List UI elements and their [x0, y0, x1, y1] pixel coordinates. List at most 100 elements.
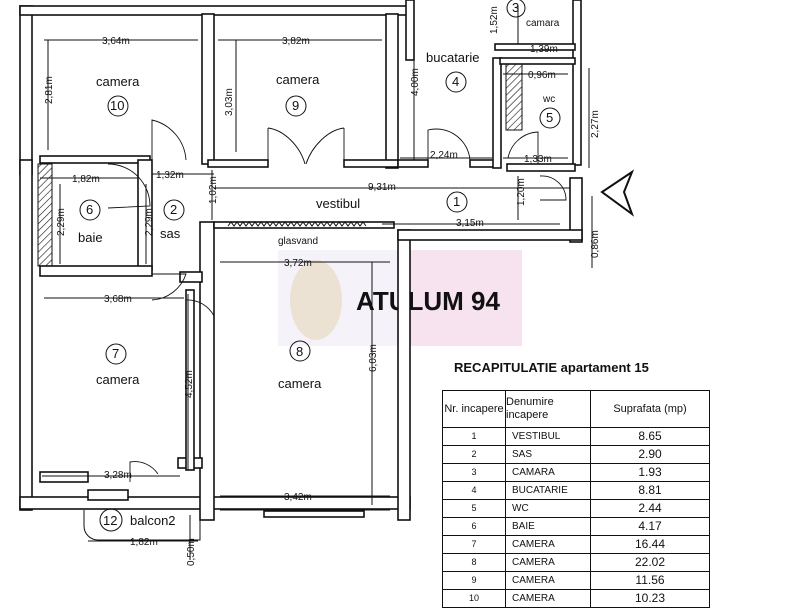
- recap-title: RECAPITULATIE apartament 15: [454, 360, 649, 375]
- dimension-lines: [40, 6, 593, 560]
- recap-area: 8.81: [590, 481, 710, 500]
- table-row: 5 WC 2.44: [442, 499, 710, 518]
- watermark-text: ATULUM 94: [356, 286, 501, 316]
- dim-baie-width: 1,82m: [72, 174, 100, 185]
- dim-camera-9-width: 3,82m: [282, 36, 310, 47]
- room-name-camera-10: camera: [96, 74, 140, 89]
- recap-nr: 4: [442, 481, 506, 500]
- recap-area: 11.56: [590, 571, 710, 590]
- dim-vestibul-w2: 3,15m: [456, 218, 484, 229]
- bathroom-hatch: [37, 163, 53, 267]
- room-number-8: 8: [296, 344, 303, 359]
- room-number-3: 3: [512, 0, 519, 15]
- recap-header-name: Denumire incapere: [505, 390, 591, 428]
- recap-area: 10.23: [590, 589, 710, 608]
- table-row: 4 BUCATARIE 8.81: [442, 481, 710, 500]
- room-number-7-circle: [105, 343, 127, 365]
- recap-nr: 5: [442, 499, 506, 518]
- recap-header-row: Nr. incapere Denumire incapere Suprafata…: [442, 390, 710, 428]
- entrance-arrow-icon: [600, 169, 635, 217]
- table-row: 8 CAMERA 22.02: [442, 553, 710, 572]
- dim-bucatarie-height: 4,00m: [410, 68, 421, 96]
- room-number-10-circle: [107, 95, 129, 117]
- recap-nr: 9: [442, 571, 506, 590]
- recap-nr: 2: [442, 445, 506, 464]
- recap-area: 2.44: [590, 499, 710, 518]
- recap-nr: 8: [442, 553, 506, 572]
- dim-vestibul-h1: 1,02m: [208, 176, 219, 204]
- room-number-2-circle: [163, 199, 185, 221]
- dim-sas-width: 1,32m: [156, 170, 184, 181]
- recap-nr: 3: [442, 463, 506, 482]
- dim-camera-9-height: 3,03m: [224, 88, 235, 116]
- dim-camera-8-width-bottom: 3,42m: [284, 492, 312, 503]
- recap-room-name: CAMERA: [505, 571, 591, 590]
- recap-area: 22.02: [590, 553, 710, 572]
- table-row: 9 CAMERA 11.56: [442, 571, 710, 590]
- room-number-8-circle: [289, 340, 311, 362]
- room-name-camera-8: camera: [278, 376, 322, 391]
- recap-area: 4.17: [590, 517, 710, 536]
- wc-hatch: [505, 63, 523, 131]
- recap-room-name: CAMARA: [505, 463, 591, 482]
- room-name-camera-9: camera: [276, 72, 320, 87]
- room-name-baie: baie: [78, 230, 103, 245]
- dim-camera-8-width: 3,72m: [284, 258, 312, 269]
- recap-table: Nr. incapere Denumire incapere Suprafata…: [442, 390, 710, 608]
- recap-header-nr: Nr. incapere: [442, 390, 506, 428]
- dim-camara-width: 1,39m: [530, 44, 558, 55]
- recap-area: 16.44: [590, 535, 710, 554]
- dim-camera-7-height: 4,52m: [184, 370, 195, 398]
- room-number-3-circle: [506, 0, 526, 18]
- inner-walls: [39, 13, 576, 483]
- room-name-bucatarie: bucatarie: [426, 50, 479, 65]
- table-row: 7 CAMERA 16.44: [442, 535, 710, 554]
- glasvand-zigzag: [227, 221, 367, 227]
- dim-wc-height: 2,27m: [590, 110, 601, 138]
- room-number-9: 9: [292, 98, 299, 113]
- recap-nr: 10: [442, 589, 506, 608]
- table-row: 6 BAIE 4.17: [442, 517, 710, 536]
- room-name-balcon: balcon2: [130, 513, 176, 528]
- room-number-9-circle: [285, 95, 307, 117]
- dim-camera-10-width: 3,64m: [102, 36, 130, 47]
- room-number-6: 6: [86, 202, 93, 217]
- room-number-12: 12: [103, 513, 117, 528]
- room-number-2: 2: [170, 202, 177, 217]
- recap-room-name: CAMERA: [505, 535, 591, 554]
- room-number-1: 1: [453, 194, 460, 209]
- recap-room-name: CAMERA: [505, 553, 591, 572]
- dim-bucatarie-width: 2,24m: [430, 150, 458, 161]
- room-number-12-circle: [99, 508, 123, 532]
- dim-camera-8-height: 6,03m: [368, 344, 379, 372]
- table-row: 3 CAMARA 1.93: [442, 463, 710, 482]
- room-name-wc: wc: [542, 94, 555, 105]
- recap-header-area: Suprafata (mp): [590, 390, 710, 428]
- dim-sas-height: 2,29m: [144, 208, 155, 236]
- dim-vestibul-h3: 0,86m: [590, 230, 601, 258]
- dim-balcon-height: 0,50m: [186, 538, 197, 566]
- doors: [107, 119, 567, 482]
- room-name-vestibul: vestibul: [316, 196, 360, 211]
- dim-vestibul-h2: 1,20m: [516, 178, 527, 206]
- dim-wc-width: 0,96m: [528, 70, 556, 81]
- room-number-10: 10: [110, 98, 124, 113]
- dim-wc-width-bottom: 1,33m: [524, 154, 552, 165]
- table-row: 10 CAMERA 10.23: [442, 589, 710, 608]
- dim-baie-height: 2,29m: [56, 208, 67, 236]
- recap-room-name: SAS: [505, 445, 591, 464]
- room-number-4-circle: [445, 71, 467, 93]
- dim-camera-7-width: 3,68m: [104, 294, 132, 305]
- room-number-6-circle: [79, 199, 101, 221]
- room-name-camara: camara: [526, 18, 560, 29]
- recap-nr: 1: [442, 427, 506, 446]
- room-number-4: 4: [452, 74, 459, 89]
- recap-nr: 7: [442, 535, 506, 554]
- recap-room-name: VESTIBUL: [505, 427, 591, 446]
- recap-room-name: CAMERA: [505, 589, 591, 608]
- dim-camera-10-height: 2,81m: [44, 76, 55, 104]
- dim-camara-height: 1,52m: [489, 6, 500, 34]
- room-number-5-circle: [539, 107, 561, 129]
- glasvand-label: glasvand: [278, 236, 318, 247]
